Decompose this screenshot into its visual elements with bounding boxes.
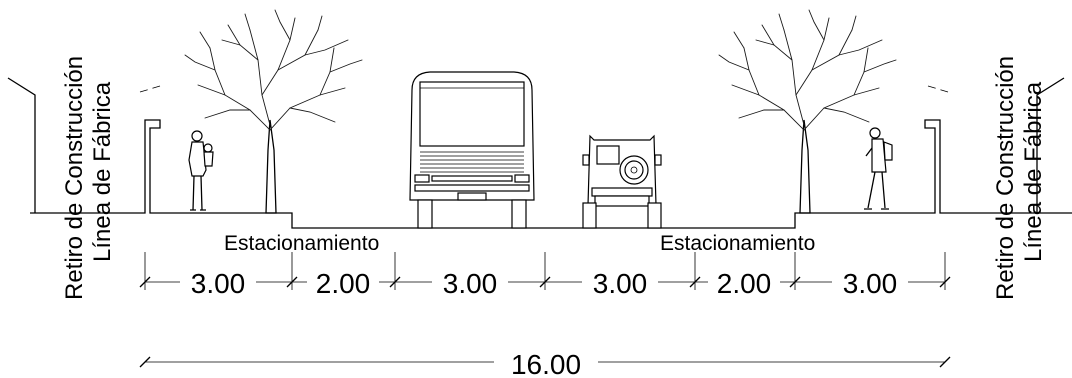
- right-building: [927, 77, 1065, 213]
- property-line-label-left: Línea de Fábrica: [89, 81, 116, 262]
- bus-grille: [420, 151, 524, 173]
- jeep: [582, 134, 662, 229]
- total-width-label: 16.00: [511, 349, 581, 378]
- dimension-label-1: 3.00: [191, 268, 246, 299]
- parking-label-left: Estacionamiento: [224, 232, 379, 255]
- right-pedestrian: [864, 127, 893, 210]
- dimension-label-4: 3.00: [593, 268, 648, 299]
- dimension-label-2: 2.00: [316, 268, 371, 299]
- dimension-label-6: 3.00: [843, 268, 898, 299]
- parking-label-right: Estacionamiento: [660, 232, 815, 255]
- left-tree: [184, 9, 363, 214]
- dimension-label-5: 2.00: [717, 268, 772, 299]
- dimension-line-segments: [139, 252, 951, 296]
- bus: [409, 71, 535, 229]
- ground-profile: [30, 119, 1072, 229]
- left-pedestrian: [188, 130, 214, 211]
- left-building: [7, 77, 161, 213]
- property-line-label-right: Línea de Fábrica: [1020, 81, 1047, 262]
- building-setback-label-right: Retiro de Construcción: [992, 56, 1019, 300]
- dimension-label-3: 3.00: [443, 268, 498, 299]
- dimension-line-total: [139, 346, 951, 378]
- building-setback-label-left: Retiro de Construcción: [61, 56, 88, 300]
- right-tree: [718, 9, 897, 214]
